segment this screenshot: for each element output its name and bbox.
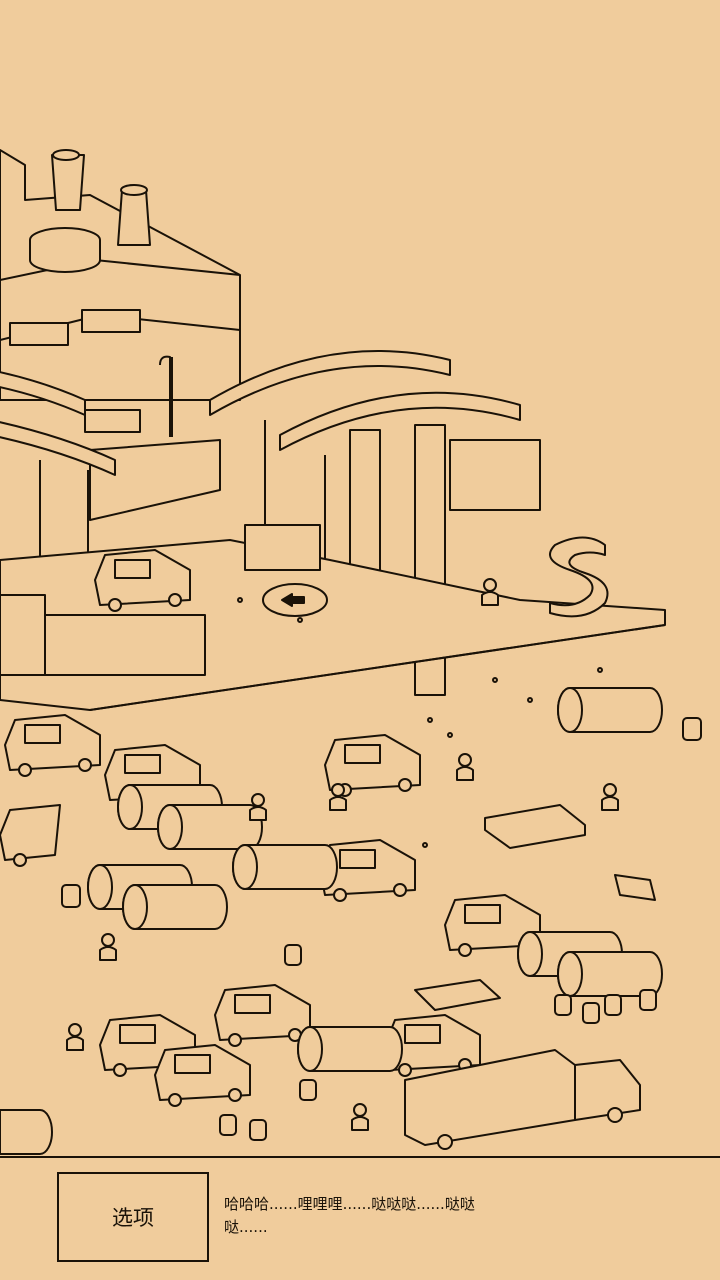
truck	[319, 839, 416, 902]
barrel	[582, 1002, 600, 1024]
truck	[94, 549, 191, 612]
tank-trailer	[557, 687, 663, 733]
truck	[214, 984, 311, 1047]
person	[351, 1103, 369, 1131]
table[interactable]	[414, 979, 501, 1011]
person	[456, 753, 474, 781]
box-truck	[404, 1049, 641, 1150]
barrel	[284, 944, 302, 966]
factory-building[interactable]	[0, 149, 241, 521]
barrel	[639, 989, 657, 1011]
barrel	[219, 1114, 237, 1136]
truck	[154, 1044, 251, 1107]
person	[249, 793, 267, 821]
tank-trailer	[0, 1109, 53, 1155]
flower-patches[interactable]	[237, 597, 603, 848]
barrel	[249, 1119, 267, 1141]
tank-trailer	[297, 1026, 403, 1072]
barrel	[554, 994, 572, 1016]
dialog-text: 哈哈哈......哩哩哩......哒哒哒......哒哒哒......	[224, 1195, 475, 1236]
tank-trailer	[157, 804, 263, 850]
truck	[324, 734, 421, 797]
person	[66, 1023, 84, 1051]
options-button[interactable]: 选项	[57, 1172, 209, 1262]
truck	[0, 804, 61, 867]
barrel	[682, 717, 702, 741]
bottom-bar-divider	[0, 1156, 720, 1158]
barrel	[604, 994, 622, 1016]
tank-trailer	[557, 951, 663, 997]
person	[481, 578, 499, 606]
barrel	[299, 1079, 317, 1101]
game-scene[interactable]	[0, 0, 720, 1158]
tank-trailer	[122, 884, 228, 930]
truck	[4, 714, 101, 777]
tank-trailer	[232, 844, 338, 890]
options-button-label: 选项	[112, 1206, 154, 1230]
person	[601, 783, 619, 811]
person	[99, 933, 117, 961]
plant-cart[interactable]	[484, 804, 586, 849]
barrel	[61, 884, 81, 908]
bulldozer-bucket[interactable]	[614, 874, 656, 901]
person	[329, 783, 347, 811]
